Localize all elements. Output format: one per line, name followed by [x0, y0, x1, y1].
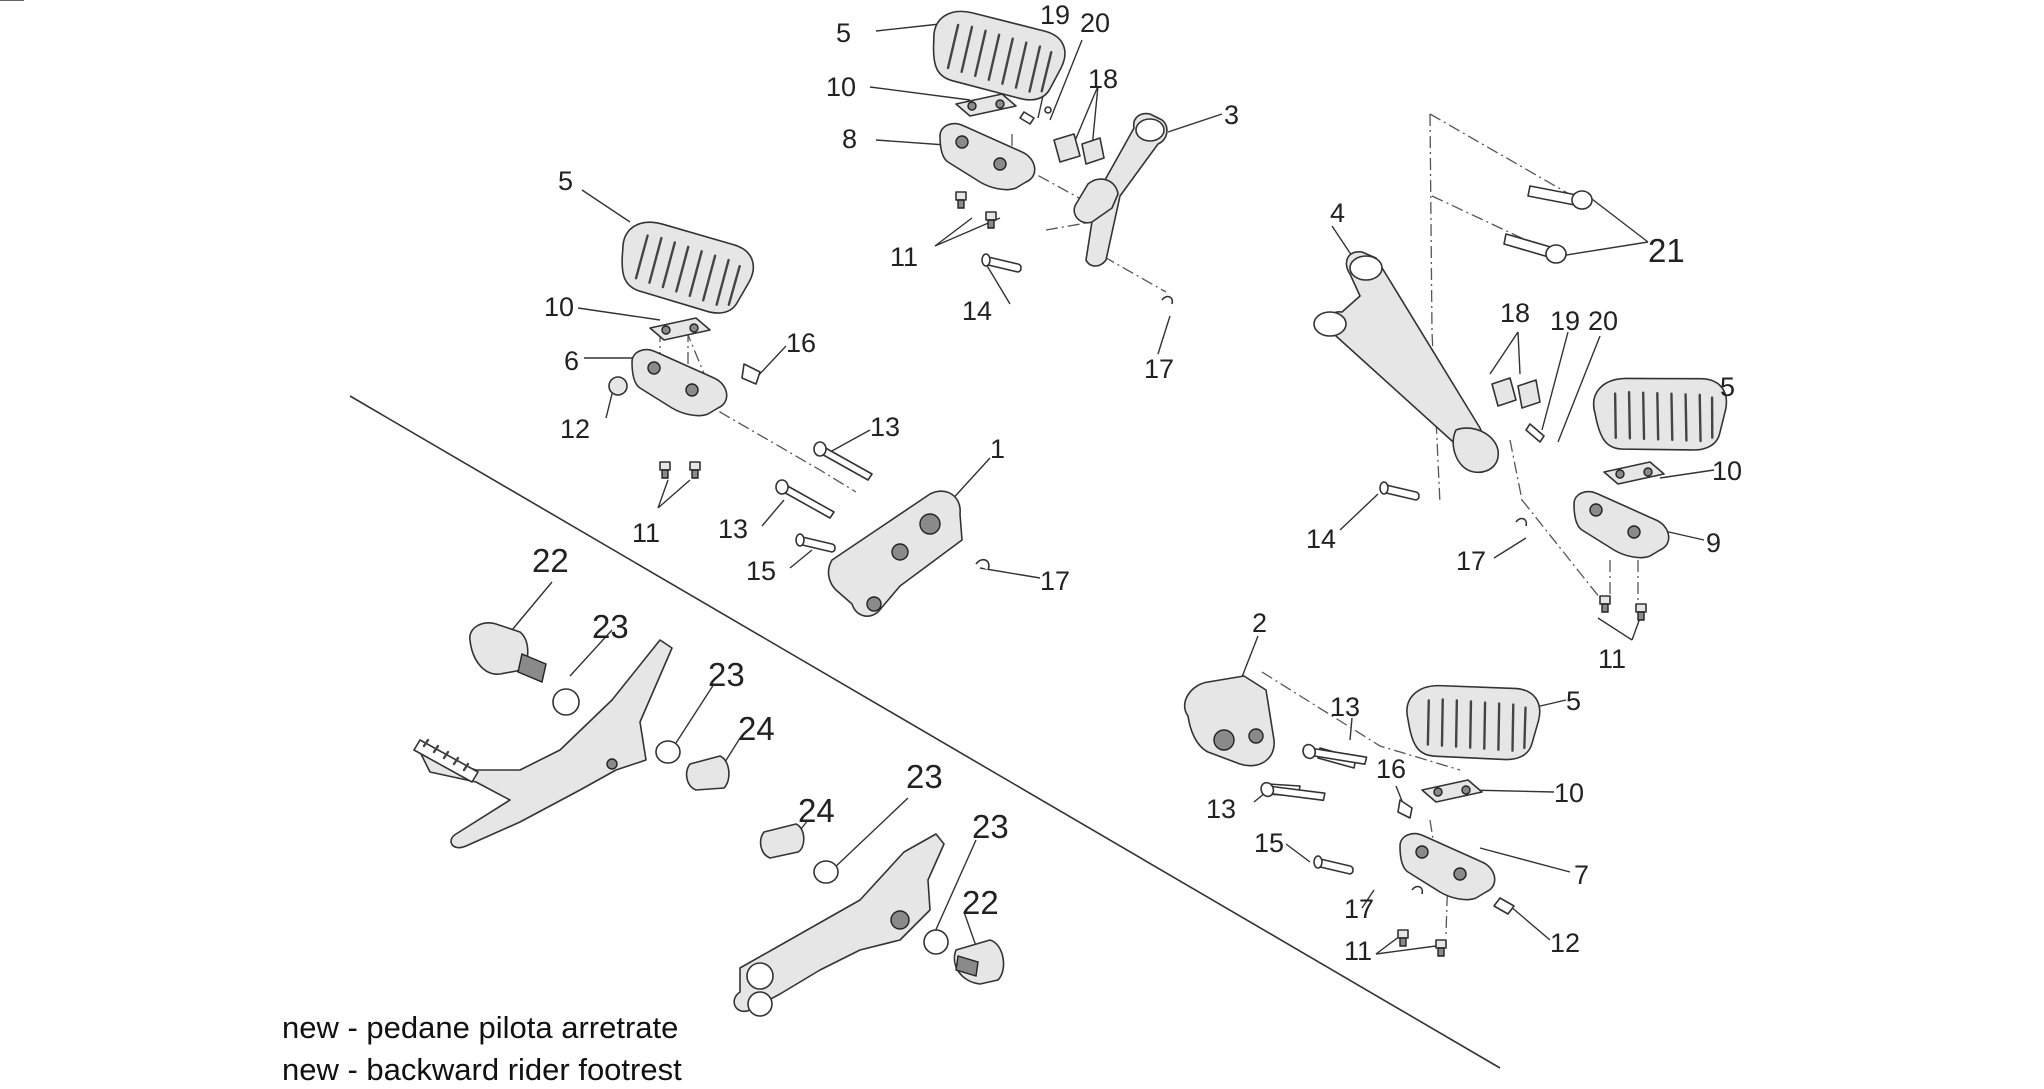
callout-label: 17	[1456, 546, 1486, 576]
callout-label: 7	[1574, 860, 1589, 890]
callout-label: 10	[544, 292, 574, 322]
callout-label: 16	[786, 328, 816, 358]
callout-label: 23	[708, 656, 745, 693]
diagram-notes: new - pedane pilota arretrate new - back…	[282, 1010, 682, 1087]
leader-lines	[0, 0, 1721, 955]
callout-label: 18	[1088, 64, 1118, 94]
part-group-left	[608, 216, 990, 617]
callout-label: 22	[532, 542, 569, 579]
clip-part	[1515, 517, 1528, 527]
callout-label: 15	[746, 556, 776, 586]
spring-part	[1019, 111, 1035, 125]
callout-label: 4	[1330, 198, 1345, 228]
callout-label: 10	[1554, 778, 1584, 808]
callout-label: 17	[1344, 894, 1374, 924]
callout-label: 15	[1254, 828, 1284, 858]
callout-numbers: 5 10 19 20 18 3 8 11 14 17 5 10 6 16 12 …	[532, 0, 1742, 966]
callout-label: 12	[560, 414, 590, 444]
part-group-top	[925, 6, 1174, 305]
callout-label: 20	[1080, 8, 1110, 38]
section-separator-line	[349, 395, 1501, 1069]
callout-label: 19	[1550, 306, 1580, 336]
callout-label: 21	[1648, 232, 1685, 269]
clip-part	[1411, 885, 1424, 895]
callout-label: 14	[962, 296, 992, 326]
callout-label: 20	[1588, 306, 1618, 336]
callout-label: 5	[1566, 686, 1581, 716]
callout-label: 14	[1306, 524, 1336, 554]
callout-label: 13	[870, 412, 900, 442]
callout-label: 23	[906, 758, 943, 795]
callout-label: 12	[1550, 928, 1580, 958]
callout-label: 11	[1598, 644, 1626, 674]
callout-label: 5	[558, 166, 573, 196]
part-group-new-footrest	[413, 622, 1005, 1017]
clip-part	[975, 558, 990, 571]
callout-label: 3	[1224, 100, 1239, 130]
callout-label: 19	[1040, 0, 1070, 30]
part-group-right-lower	[1183, 675, 1545, 957]
callout-label: 13	[1206, 794, 1236, 824]
callout-label: 18	[1500, 298, 1530, 328]
callout-label: 16	[1376, 754, 1406, 784]
callout-label: 13	[718, 514, 748, 544]
callout-label: 17	[1040, 566, 1070, 596]
callout-label: 24	[798, 792, 835, 829]
callout-label: 9	[1706, 528, 1721, 558]
callout-label: 10	[1712, 456, 1742, 486]
callout-label: 11	[1344, 936, 1372, 966]
callout-label: 6	[564, 346, 579, 376]
callout-label: 23	[972, 808, 1009, 845]
callout-label: 22	[962, 884, 999, 921]
callout-label: 2	[1252, 608, 1267, 638]
callout-label: 8	[842, 124, 857, 154]
callout-label: 11	[890, 242, 918, 272]
note-italian: new - pedane pilota arretrate	[282, 1010, 678, 1045]
callout-label: 5	[836, 18, 851, 48]
callout-label: 10	[826, 72, 856, 102]
callout-label: 1	[990, 434, 1005, 464]
clip-part	[1161, 295, 1174, 305]
part-group-right-upper	[1313, 185, 1733, 621]
note-english: new - backward rider footrest	[282, 1052, 682, 1087]
callout-label: 11	[632, 518, 660, 548]
callout-label: 13	[1330, 692, 1360, 722]
callout-label: 5	[1720, 372, 1735, 402]
callout-label: 23	[592, 608, 629, 645]
callout-label: 24	[738, 710, 775, 747]
callout-label: 17	[1144, 354, 1174, 384]
